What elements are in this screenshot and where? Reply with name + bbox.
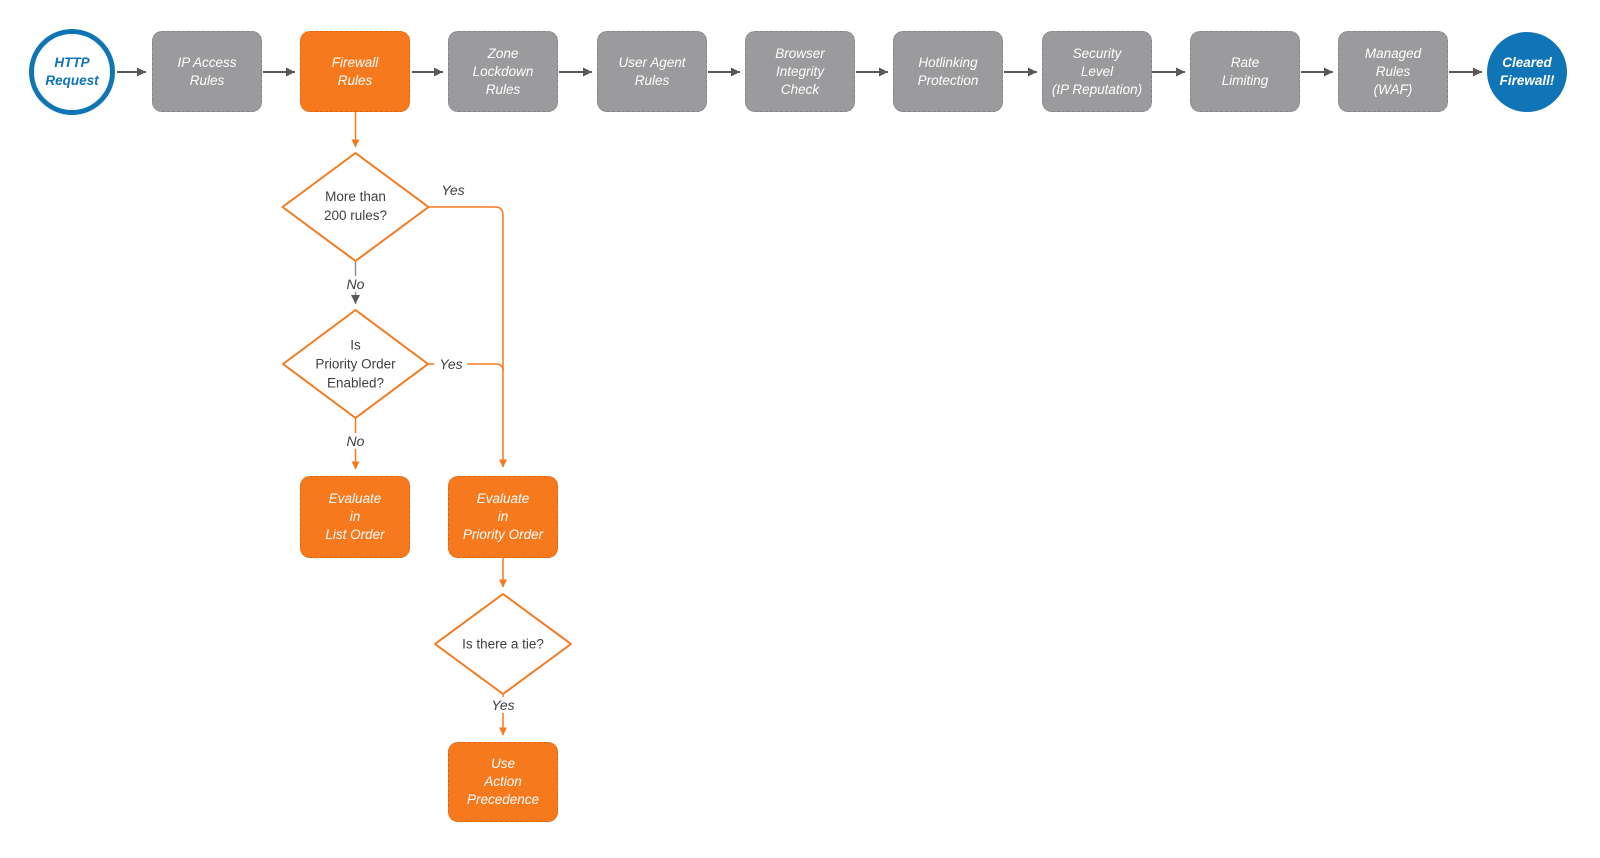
node-managed-rules-waf: Managed Rules (WAF) (1338, 31, 1448, 112)
node-security-level-label: Security Level (IP Reputation) (1051, 45, 1143, 97)
connector-d1-yes-to-priority-box (428, 206, 507, 468)
decision-is-there-a-tie-label: Is there a tie? (462, 636, 544, 652)
edge-label-d1-no: No (341, 276, 370, 292)
node-security-level: Security Level (IP Reputation) (1042, 31, 1152, 112)
node-cleared-firewall-label: Cleared Firewall! (1499, 55, 1555, 88)
decision-priority-order-enabled-label: Is Priority Order Enabled? (315, 337, 396, 391)
node-rate-limiting-label: Rate Limiting (1221, 54, 1269, 88)
node-use-action-precedence: Use Action Precedence (448, 742, 558, 822)
node-user-agent-rules: User Agent Rules (597, 31, 707, 112)
edge-label-d3-yes: Yes (486, 697, 520, 713)
node-evaluate-in-priority-order: Evaluate in Priority Order (448, 476, 558, 558)
node-use-action-precedence-label: Use Action Precedence (466, 756, 540, 807)
node-evaluate-in-priority-order-label: Evaluate in Priority Order (462, 491, 544, 542)
node-hotlinking-protection-label: Hotlinking Protection (917, 54, 979, 88)
node-http-request-label: HTTP Request (45, 55, 99, 88)
node-cleared-firewall: Cleared Firewall! (1487, 32, 1567, 112)
node-managed-rules-waf-label: Managed Rules (WAF) (1364, 45, 1422, 97)
node-rate-limiting: Rate Limiting (1190, 31, 1300, 112)
node-http-request: HTTP Request (29, 29, 115, 115)
node-ip-access-rules-label: IP Access Rules (177, 54, 237, 88)
node-evaluate-in-list-order: Evaluate in List Order (300, 476, 410, 558)
edge-label-d2-no: No (341, 433, 370, 449)
edge-label-d2-yes: Yes (434, 356, 468, 372)
node-browser-integrity-check-label: Browser Integrity Check (775, 45, 825, 97)
node-firewall-rules-label: Firewall Rules (331, 54, 379, 88)
node-evaluate-in-list-order-label: Evaluate in List Order (325, 491, 385, 542)
node-ip-access-rules: IP Access Rules (152, 31, 262, 112)
edge-label-d1-yes: Yes (441, 182, 465, 198)
node-firewall-rules: Firewall Rules (300, 31, 410, 112)
node-zone-lockdown-rules: Zone Lockdown Rules (448, 31, 558, 112)
node-zone-lockdown-rules-label: Zone Lockdown Rules (472, 45, 534, 97)
node-browser-integrity-check: Browser Integrity Check (745, 31, 855, 112)
node-hotlinking-protection: Hotlinking Protection (893, 31, 1003, 112)
node-user-agent-rules-label: User Agent Rules (618, 54, 686, 88)
decision-more-than-200-rules-label: More than 200 rules? (323, 189, 388, 223)
